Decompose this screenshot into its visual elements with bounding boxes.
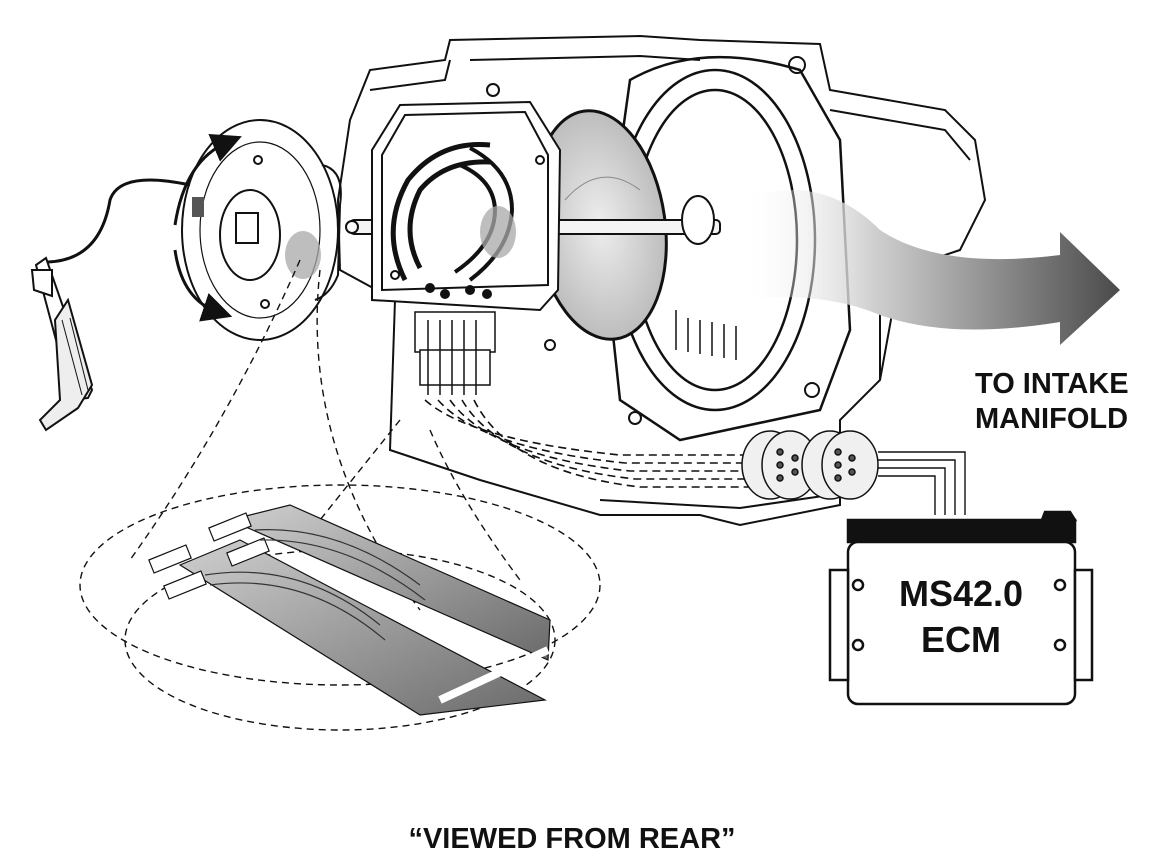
- ecm-label-line1: MS42.0: [899, 573, 1023, 614]
- view-caption: “VIEWED FROM REAR”: [408, 823, 735, 855]
- sensor-wiper-disc: [181, 119, 339, 341]
- accelerator-pedal: [30, 256, 94, 432]
- rotation-arrow-top: [173, 133, 242, 226]
- potentiometer-sensor-plate: [371, 100, 562, 312]
- gasket-ring: [314, 164, 342, 301]
- ecm-label-line2: ECM: [921, 619, 1001, 660]
- accelerator-cable: [47, 178, 191, 264]
- airflow-arrow: [740, 190, 1120, 345]
- airflow-label-line2: MANIFOLD: [975, 403, 1128, 435]
- ecm-wires: [878, 451, 966, 515]
- rotation-arrow-bottom: [173, 249, 233, 322]
- ecm-module: [828, 510, 1094, 706]
- sensor-connector-pins-rear: [675, 310, 737, 360]
- wiring-harness-dashed: [424, 399, 758, 488]
- ribbon-contacts: [148, 504, 551, 716]
- harness-connector: [741, 430, 879, 500]
- sensor-connector-pins: [414, 311, 496, 395]
- airflow-label-line1: TO INTAKE: [975, 368, 1129, 400]
